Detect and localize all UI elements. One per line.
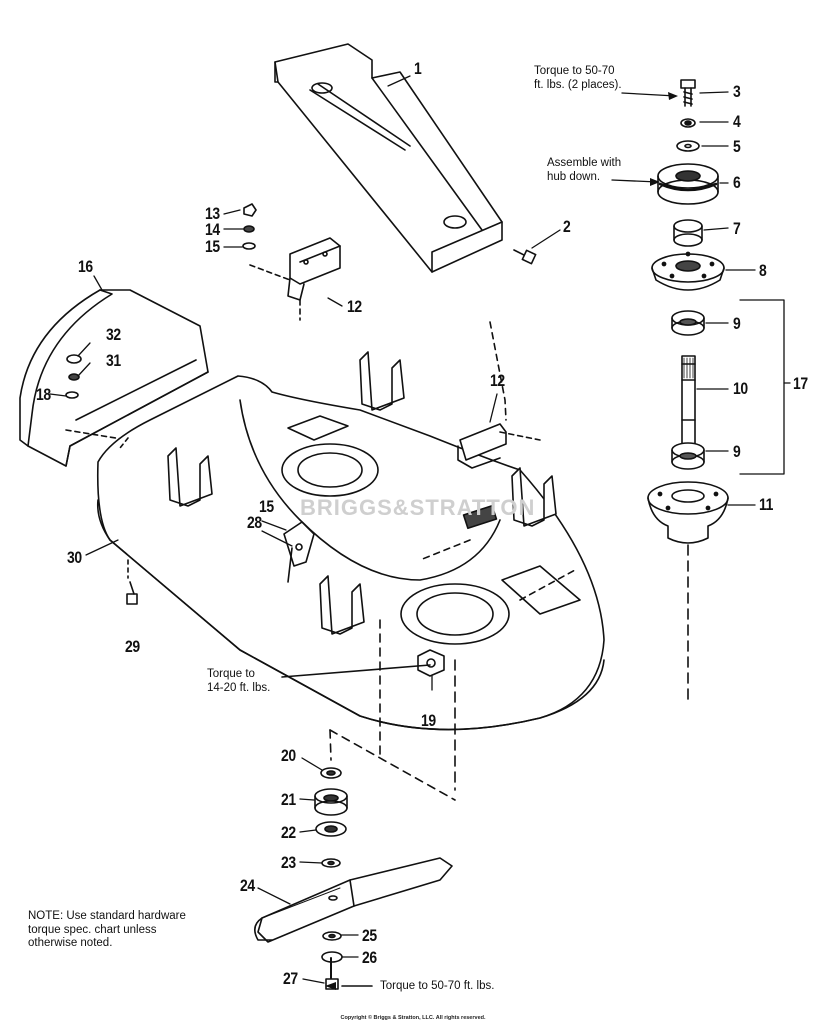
callout-9-upper: 9 — [733, 314, 741, 333]
copyright-footer: Copyright © Briggs & Stratton, LLC. All … — [340, 1015, 486, 1021]
callout-12-lower: 12 — [490, 371, 505, 390]
note-torque-blade-bolt: Torque to 50-70 ft. lbs. — [380, 980, 495, 992]
callout-4: 4 — [733, 112, 741, 131]
grass-chute — [19, 289, 209, 467]
callout-29: 29 — [125, 637, 140, 656]
callout-25: 25 — [362, 926, 377, 945]
callout-15-upper: 15 — [205, 237, 220, 256]
callout-8: 8 — [759, 261, 767, 280]
callout-22: 22 — [281, 823, 296, 842]
note-torque-deck: Torque to 14-20 ft. lbs. — [207, 668, 271, 694]
callout-32: 32 — [106, 325, 121, 344]
note-torque-top-bolt: Torque to 50-70 ft. lbs. (2 places). — [534, 65, 622, 91]
callout-10: 10 — [733, 379, 748, 398]
callout-18: 18 — [36, 385, 51, 404]
callout-3: 3 — [733, 82, 741, 101]
callout-11: 11 — [759, 495, 773, 514]
spindle-stack — [647, 79, 729, 701]
watermark: BRIGGS&STRATTON — [300, 495, 536, 520]
callout-28: 28 — [247, 513, 262, 532]
callout-2: 2 — [563, 217, 571, 236]
bracket-12-upper — [242, 203, 341, 321]
callout-24: 24 — [240, 876, 255, 895]
callout-30: 30 — [67, 548, 82, 567]
blade-assembly — [254, 729, 456, 990]
callout-9-lower: 9 — [733, 442, 741, 461]
screw-2 — [513, 249, 537, 265]
callout-16: 16 — [78, 257, 93, 276]
callout-1: 1 — [414, 59, 422, 78]
belt-cover — [274, 43, 503, 273]
callout-20: 20 — [281, 746, 296, 765]
callout-14: 14 — [205, 220, 220, 239]
callout-13: 13 — [205, 204, 220, 223]
callout-27: 27 — [283, 969, 298, 988]
callout-15-lower: 15 — [259, 497, 274, 516]
callout-5: 5 — [733, 137, 741, 156]
arrowheads — [325, 92, 678, 990]
callout-26: 26 — [362, 948, 377, 967]
callout-12-upper: 12 — [347, 297, 362, 316]
callout-leaders — [49, 75, 791, 984]
callout-23: 23 — [281, 853, 296, 872]
note-general-hardware: NOTE: Use standard hardware torque spec.… — [28, 910, 186, 950]
mower-deck — [96, 321, 605, 791]
callout-17: 17 — [793, 374, 808, 393]
callout-6: 6 — [733, 173, 741, 192]
callout-7: 7 — [733, 219, 741, 238]
note-assemble-hub-down: Assemble with hub down. — [547, 157, 622, 183]
callout-19: 19 — [421, 711, 436, 730]
callout-31: 31 — [106, 351, 121, 370]
callout-21: 21 — [281, 790, 296, 809]
